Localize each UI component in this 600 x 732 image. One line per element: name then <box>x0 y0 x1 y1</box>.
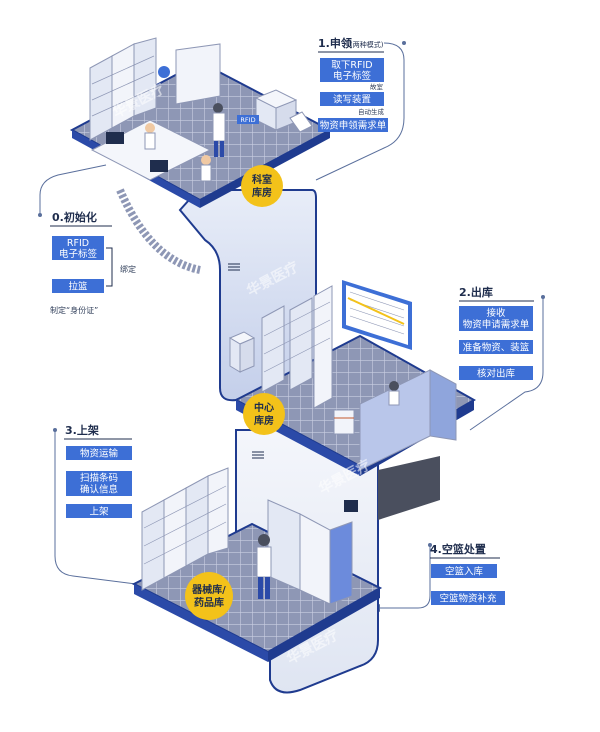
step1-button-order-label: 物资申领需求单 <box>320 120 387 132</box>
badge-equip-line1: 器械库/ <box>191 583 226 596</box>
step0-bracket <box>106 247 113 287</box>
order-display-board <box>342 280 412 350</box>
step3-button-shelve-label: 上架 <box>89 507 109 518</box>
equipment-shelves <box>141 467 353 605</box>
badge-center-line1: 中心 <box>254 401 274 414</box>
vent-icon <box>228 263 240 271</box>
center-shelves <box>261 285 333 409</box>
step2-button-receive-line2: 物资申请需求单 <box>463 319 530 331</box>
step1-panel: 1.申领 (两种模式) 取下RFID 电子标签 故室 读写装置 自动生成 物资申… <box>318 36 388 132</box>
step1-title: 1.申领 <box>318 36 352 50</box>
badge-center-line2: 库房 <box>254 414 274 427</box>
paper-sheet <box>289 111 313 133</box>
step0-caption: 制定“身份证” <box>50 305 98 315</box>
badge-dept-line2: 库房 <box>252 186 272 199</box>
badge-dept-warehouse: 科室 库房 <box>241 165 283 207</box>
step0-button-rfid-line1: RFID <box>67 238 89 249</box>
step0-panel: 0.初始化 RFID 电子标签 拉篮 绑定 制定“身份证” <box>50 210 136 315</box>
step4-button-refill-label: 空篮物资补充 <box>439 593 497 605</box>
step2-button-receive-line1: 接收 <box>486 307 506 319</box>
connector-step1 <box>315 42 405 181</box>
step4-button-in-label: 空篮入库 <box>445 566 484 578</box>
equipment-warehouse-level <box>131 467 383 662</box>
step2-button-check-label: 核对出库 <box>477 368 516 380</box>
badge-dept-line1: 科室 <box>252 173 272 186</box>
step1-subtitle: (两种模式) <box>350 40 384 49</box>
connector-dot-4 <box>53 428 57 432</box>
step4-title: 4.空篮处置 <box>430 542 486 556</box>
ramp-upper <box>116 188 317 402</box>
step1-button-rfid[interactable]: 取下RFID 电子标签 <box>320 58 384 82</box>
step2-title: 2.出库 <box>459 285 493 299</box>
step3-button-transport-label: 物资运输 <box>80 448 119 460</box>
rfid-tag-text: RFID <box>240 116 255 124</box>
step3-button-shelve[interactable]: 上架 <box>66 504 132 518</box>
step3-button-scan-line1: 扫描条码 <box>80 472 118 484</box>
dept-shelves <box>89 37 221 141</box>
badge-equipment-warehouse: 器械库/ 药品库 <box>185 572 233 620</box>
step4-button-in[interactable]: 空篮入库 <box>431 564 497 578</box>
step2-button-receive[interactable]: 接收 物资申请需求单 <box>459 306 533 331</box>
step3-button-scan-line2: 确认信息 <box>80 484 118 496</box>
connector-step3 <box>54 430 137 585</box>
cart <box>333 409 355 435</box>
step0-button-rfid-line2: 电子标签 <box>59 248 98 260</box>
step0-button-rfid[interactable]: RFID 电子标签 <box>52 236 104 260</box>
step3-button-scan[interactable]: 扫描条码 确认信息 <box>66 471 132 496</box>
connector-dot-3 <box>541 295 545 299</box>
wall-vent <box>344 500 358 512</box>
connector-dot-2 <box>38 213 42 217</box>
rfid-tag-label <box>237 115 259 124</box>
step2-button-prepare-label: 准备物资、装篮 <box>463 342 530 354</box>
dept-warehouse-level: RFID <box>69 37 333 208</box>
connector-step2 <box>469 297 544 431</box>
step0-title: 0.初始化 <box>52 210 97 224</box>
server-cabinet <box>228 331 256 373</box>
step1-button-reader[interactable]: 读写装置 <box>320 92 384 106</box>
badge-equip-line2: 药品库 <box>194 596 224 609</box>
step3-panel: 3.上架 物资运输 扫描条码 确认信息 上架 <box>64 423 132 518</box>
step1-button-reader-label: 读写装置 <box>333 94 371 106</box>
step1-note-swipe: 故室 <box>370 82 384 91</box>
step4-panel: 4.空篮处置 空篮入库 空篮物资补充 <box>430 542 505 605</box>
step4-button-refill[interactable]: 空篮物资补充 <box>431 591 505 605</box>
step1-button-order[interactable]: 物资申领需求单 <box>318 118 388 132</box>
step3-title: 3.上架 <box>65 423 99 437</box>
worker-figure <box>256 534 272 599</box>
step3-button-transport[interactable]: 物资运输 <box>66 446 132 460</box>
badge-center-warehouse: 中心 库房 <box>243 393 285 435</box>
connector-lines <box>39 42 544 609</box>
step1-button-rfid-line2: 电子标签 <box>333 70 372 82</box>
step1-note-auto: 自动生成 <box>358 107 385 116</box>
dept-desks <box>90 119 212 181</box>
step0-button-basket[interactable]: 拉篮 <box>52 279 104 293</box>
service-counter <box>359 369 457 471</box>
step2-button-check[interactable]: 核对出库 <box>459 366 533 380</box>
center-warehouse-level <box>228 280 477 476</box>
staff-figures <box>144 103 226 182</box>
connector-dot-5 <box>428 543 432 547</box>
connector-step4 <box>380 545 431 609</box>
step0-button-basket-label: 拉篮 <box>68 281 88 293</box>
rfid-reader <box>254 89 298 131</box>
step2-button-prepare[interactable]: 准备物资、装篮 <box>459 340 533 354</box>
step0-bind-label: 绑定 <box>120 264 136 274</box>
vent-icon-2 <box>252 451 264 459</box>
connector-dot-1 <box>402 41 406 45</box>
connector-step0 <box>39 164 107 196</box>
step1-button-rfid-line1: 取下RFID <box>331 60 372 71</box>
step2-panel: 2.出库 接收 物资申请需求单 准备物资、装篮 核对出库 <box>459 285 534 380</box>
